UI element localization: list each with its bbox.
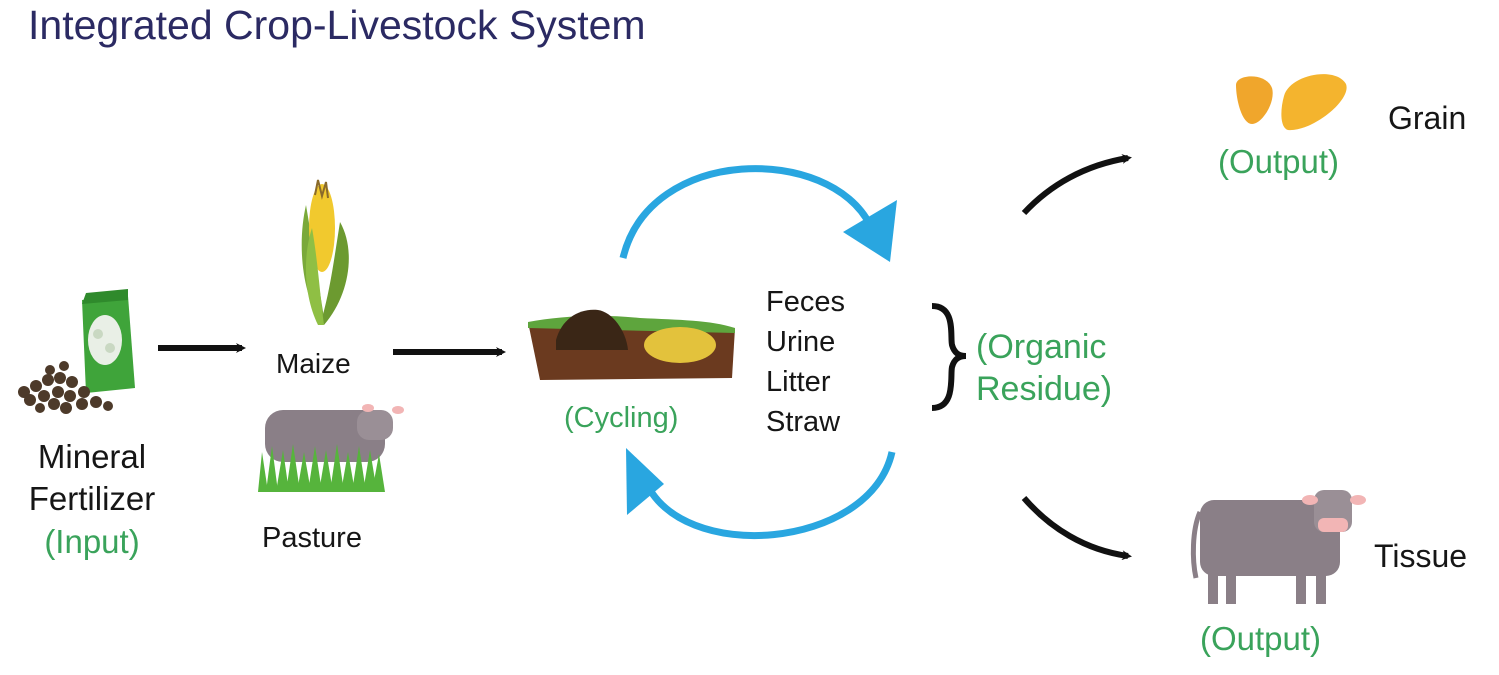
cycle-arrowhead-bottom (626, 448, 664, 515)
mineral-fertilizer-label: Mineral Fertilizer (Input) (6, 436, 178, 564)
organic-residue-line1: (Organic (976, 328, 1107, 366)
fertilizer-bag-icon (18, 289, 135, 414)
fertilizer-line2: Fertilizer (28, 480, 156, 517)
arrow-to-tissue (1021, 496, 1132, 561)
residue-item-feces: Feces (766, 286, 845, 318)
residue-list: Feces Urine Litter Straw (766, 282, 845, 442)
residue-item-straw: Straw (766, 406, 841, 438)
pasture-label: Pasture (262, 522, 362, 554)
cycle-arrow-bottom (641, 451, 896, 540)
cycle-arrow-top (619, 165, 874, 259)
diagram-title: Integrated Crop-Livestock System (28, 2, 646, 48)
cow-icon (1190, 490, 1366, 604)
fertilizer-line1: Mineral (37, 438, 147, 475)
tissue-output-tag: (Output) (1200, 620, 1322, 657)
cycle-arrowhead-top (843, 200, 897, 262)
residue-item-urine: Urine (766, 326, 836, 358)
grain-label: Grain (1388, 100, 1467, 136)
maize-label: Maize (276, 348, 351, 379)
organic-residue-tag: (Organic Residue) (976, 326, 1112, 410)
tissue-label: Tissue (1374, 538, 1468, 574)
organic-residue-line2: Residue) (976, 370, 1113, 408)
residue-item-litter: Litter (766, 366, 831, 398)
grazing-cow-icon (258, 404, 404, 492)
residue-brace (931, 303, 967, 411)
arrow-to-grain (1021, 154, 1132, 216)
grain-output-tag: (Output) (1218, 143, 1340, 180)
soil-cycling-icon (528, 309, 735, 380)
maize-cob-icon (301, 179, 349, 325)
cycling-label: (Cycling) (564, 402, 679, 434)
input-tag: (Input) (44, 523, 140, 560)
corn-kernels-icon (1236, 74, 1347, 131)
